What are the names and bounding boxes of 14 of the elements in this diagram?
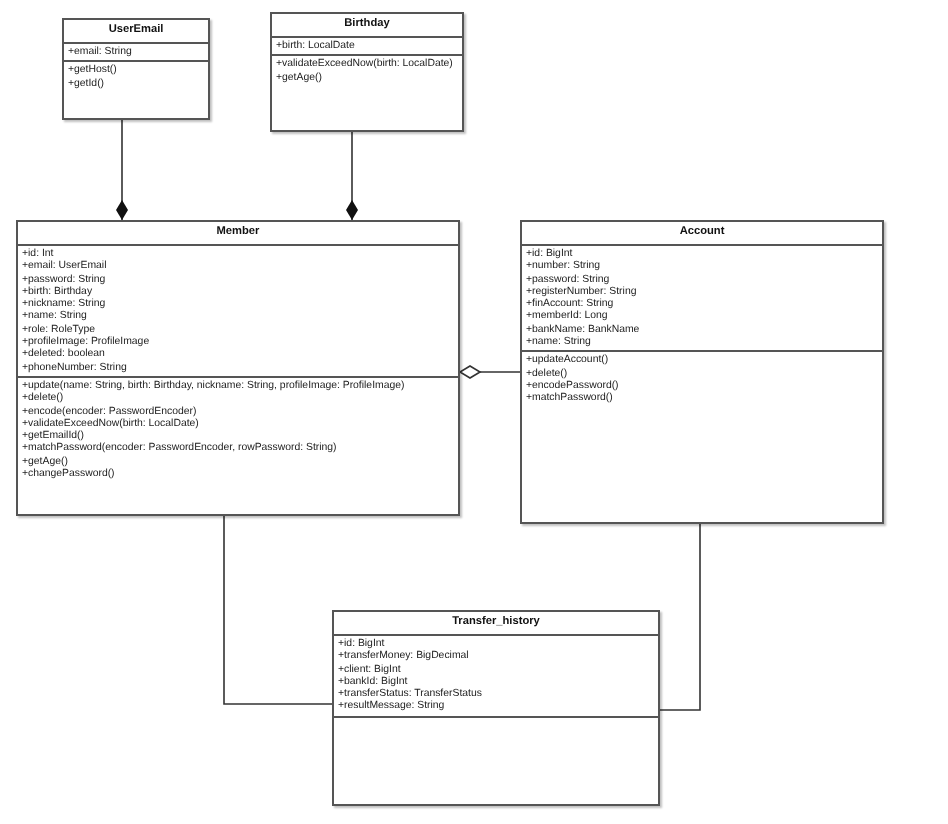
aggregation-line [459,365,521,379]
composition-line [116,119,128,221]
member-compartment [64,42,208,61]
member-compartment [522,244,882,351]
member-compartment [334,634,658,716]
composition-line [346,131,358,221]
association-line [659,523,701,711]
member-compartment [18,244,458,376]
class-box [62,18,210,120]
class-box [332,610,660,806]
class-box [16,220,460,516]
association-line [223,515,333,705]
class-box [270,12,464,132]
class-box [520,220,884,524]
